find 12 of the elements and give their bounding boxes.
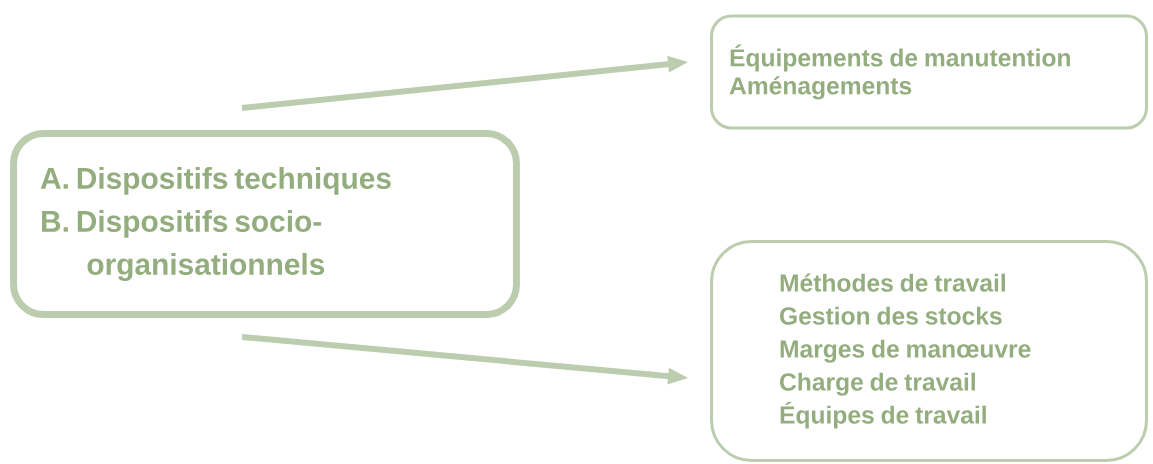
rounded-box: [10, 130, 520, 318]
rounded-box: [710, 240, 1148, 462]
list-item: Marges de manœuvre: [780, 339, 1031, 363]
rounded-box: [710, 14, 1148, 130]
list-item: Méthodes de travail: [780, 273, 1005, 292]
list-item: Aménagements: [729, 76, 912, 100]
list-item: Équipements de manutention: [730, 44, 1070, 72]
list-item: Gestion des stocks: [780, 306, 1002, 325]
list-item: A. Dispositifs techniques: [40, 167, 391, 195]
list-item: Charge de travail: [780, 372, 975, 396]
list-item: Équipes de travail: [780, 401, 986, 429]
list-item: B. Dispositifs socio-organisationnels: [42, 210, 325, 281]
